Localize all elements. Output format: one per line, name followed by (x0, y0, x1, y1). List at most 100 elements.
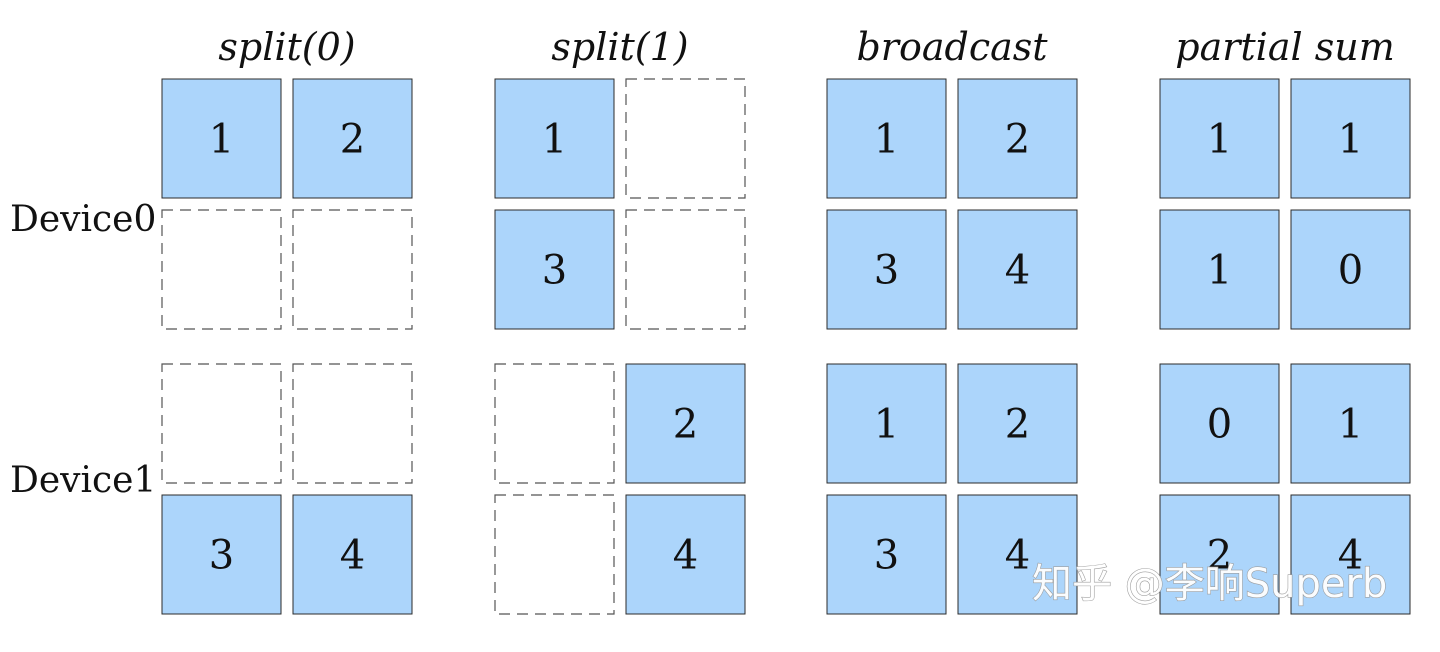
tensor-block-rect (1290, 494, 1411, 615)
tensor-block-rect (1290, 209, 1411, 330)
tensor-block-rect (826, 363, 947, 484)
empty-block (625, 209, 746, 330)
empty-block (161, 363, 282, 484)
tensor-block-rect (826, 78, 947, 199)
empty-block-rect (292, 209, 413, 330)
tensor-block: 1 (826, 363, 947, 484)
tensor-block-value: 4 (1005, 248, 1030, 294)
tensor-block-value: 3 (874, 533, 899, 579)
empty-block (494, 363, 615, 484)
empty-block-rect (625, 78, 746, 199)
tensor-block: 2 (1159, 494, 1280, 615)
tensor-block-rect (625, 494, 746, 615)
empty-block (494, 494, 615, 615)
device-label: Device1 (10, 460, 156, 501)
tensor-block-value: 3 (874, 248, 899, 294)
tensor-block-rect (161, 78, 282, 199)
column-titles: split(0) split(1) broadcast partial sum (218, 25, 1394, 69)
tensor-block-value: 2 (340, 117, 365, 163)
tensor-block-value: 3 (209, 533, 234, 579)
tensor-block: 3 (826, 494, 947, 615)
tensor-block-value: 2 (673, 402, 698, 448)
tensor-block-value: 2 (1005, 117, 1030, 163)
tensor-block-value: 4 (1005, 533, 1030, 579)
tensor-block: 1 (1290, 363, 1411, 484)
tensor-block: 3 (826, 209, 947, 330)
tensor-block: 0 (1159, 363, 1280, 484)
tensor-block-rect (957, 209, 1078, 330)
tensor-block-rect (826, 494, 947, 615)
tensor-block-value: 1 (209, 117, 234, 163)
tensor-block-value: 1 (874, 117, 899, 163)
empty-block (292, 363, 413, 484)
tensor-block-value: 2 (1005, 402, 1030, 448)
empty-block (625, 78, 746, 199)
tensor-block: 1 (1159, 78, 1280, 199)
tensor-block-rect (494, 209, 615, 330)
tensor-block-rect (161, 494, 282, 615)
empty-block-rect (494, 363, 615, 484)
tensor-block: 2 (957, 78, 1078, 199)
tensor-block-rect (292, 494, 413, 615)
tensor-block: 4 (625, 494, 746, 615)
tensor-block-rect (1290, 78, 1411, 199)
tensor-block-value: 4 (673, 533, 698, 579)
tensor-block-rect (957, 363, 1078, 484)
empty-block-rect (625, 209, 746, 330)
tensor-block: 3 (161, 494, 282, 615)
tensor-block-rect (1290, 363, 1411, 484)
tensor-block-value: 1 (1338, 402, 1363, 448)
empty-block-rect (161, 363, 282, 484)
tensor-block-rect (1159, 494, 1280, 615)
empty-block-rect (494, 494, 615, 615)
tensor-block-rect (1159, 363, 1280, 484)
tensor-block-value: 1 (874, 402, 899, 448)
tensor-block-value: 1 (1338, 117, 1363, 163)
tensor-block-rect (957, 78, 1078, 199)
column-title: split(1) (551, 25, 688, 69)
empty-block-rect (292, 363, 413, 484)
tensor-block: 1 (1290, 78, 1411, 199)
tensor-block-rect (1159, 78, 1280, 199)
tensor-block: 1 (1159, 209, 1280, 330)
column-title: split(0) (218, 25, 355, 69)
tensor-block-value: 2 (1207, 533, 1232, 579)
tensor-block-value: 3 (542, 248, 567, 294)
tensor-block: 4 (957, 494, 1078, 615)
tensor-block: 4 (957, 209, 1078, 330)
empty-block-rect (161, 209, 282, 330)
column-title: broadcast (856, 25, 1048, 69)
tensor-block-value: 0 (1207, 402, 1232, 448)
tensor-block-value: 0 (1338, 248, 1363, 294)
tensor-block: 2 (957, 363, 1078, 484)
empty-block (292, 209, 413, 330)
tensor-block-rect (957, 494, 1078, 615)
column-title: partial sum (1175, 25, 1394, 69)
tensor-block: 4 (1290, 494, 1411, 615)
tensor-block-rect (826, 209, 947, 330)
tensor-block: 1 (494, 78, 615, 199)
tensor-block: 2 (292, 78, 413, 199)
tensor-block-value: 4 (1338, 533, 1363, 579)
tensor-block: 1 (826, 78, 947, 199)
tensor-block: 0 (1290, 209, 1411, 330)
tensor-block-rect (494, 78, 615, 199)
tensor-block-value: 1 (1207, 248, 1232, 294)
tensor-block: 1 (161, 78, 282, 199)
tensor-block: 2 (625, 363, 746, 484)
cell-grids: 1 2 3 4 1 3 2 4 1 2 3 4 1 2 3 4 1 1 1 0 0 1 2 4 (161, 78, 1411, 615)
tensor-block: 4 (292, 494, 413, 615)
tensor-block-value: 4 (340, 533, 365, 579)
tensor-block-rect (292, 78, 413, 199)
tensor-block-rect (625, 363, 746, 484)
empty-block (161, 209, 282, 330)
device-label: Device0 (10, 199, 156, 240)
tensor-block: 3 (494, 209, 615, 330)
tensor-block-value: 1 (542, 117, 567, 163)
watermark-text: 知乎 @李响Superb (1032, 561, 1387, 607)
tensor-block-value: 1 (1207, 117, 1232, 163)
tensor-block-rect (1159, 209, 1280, 330)
